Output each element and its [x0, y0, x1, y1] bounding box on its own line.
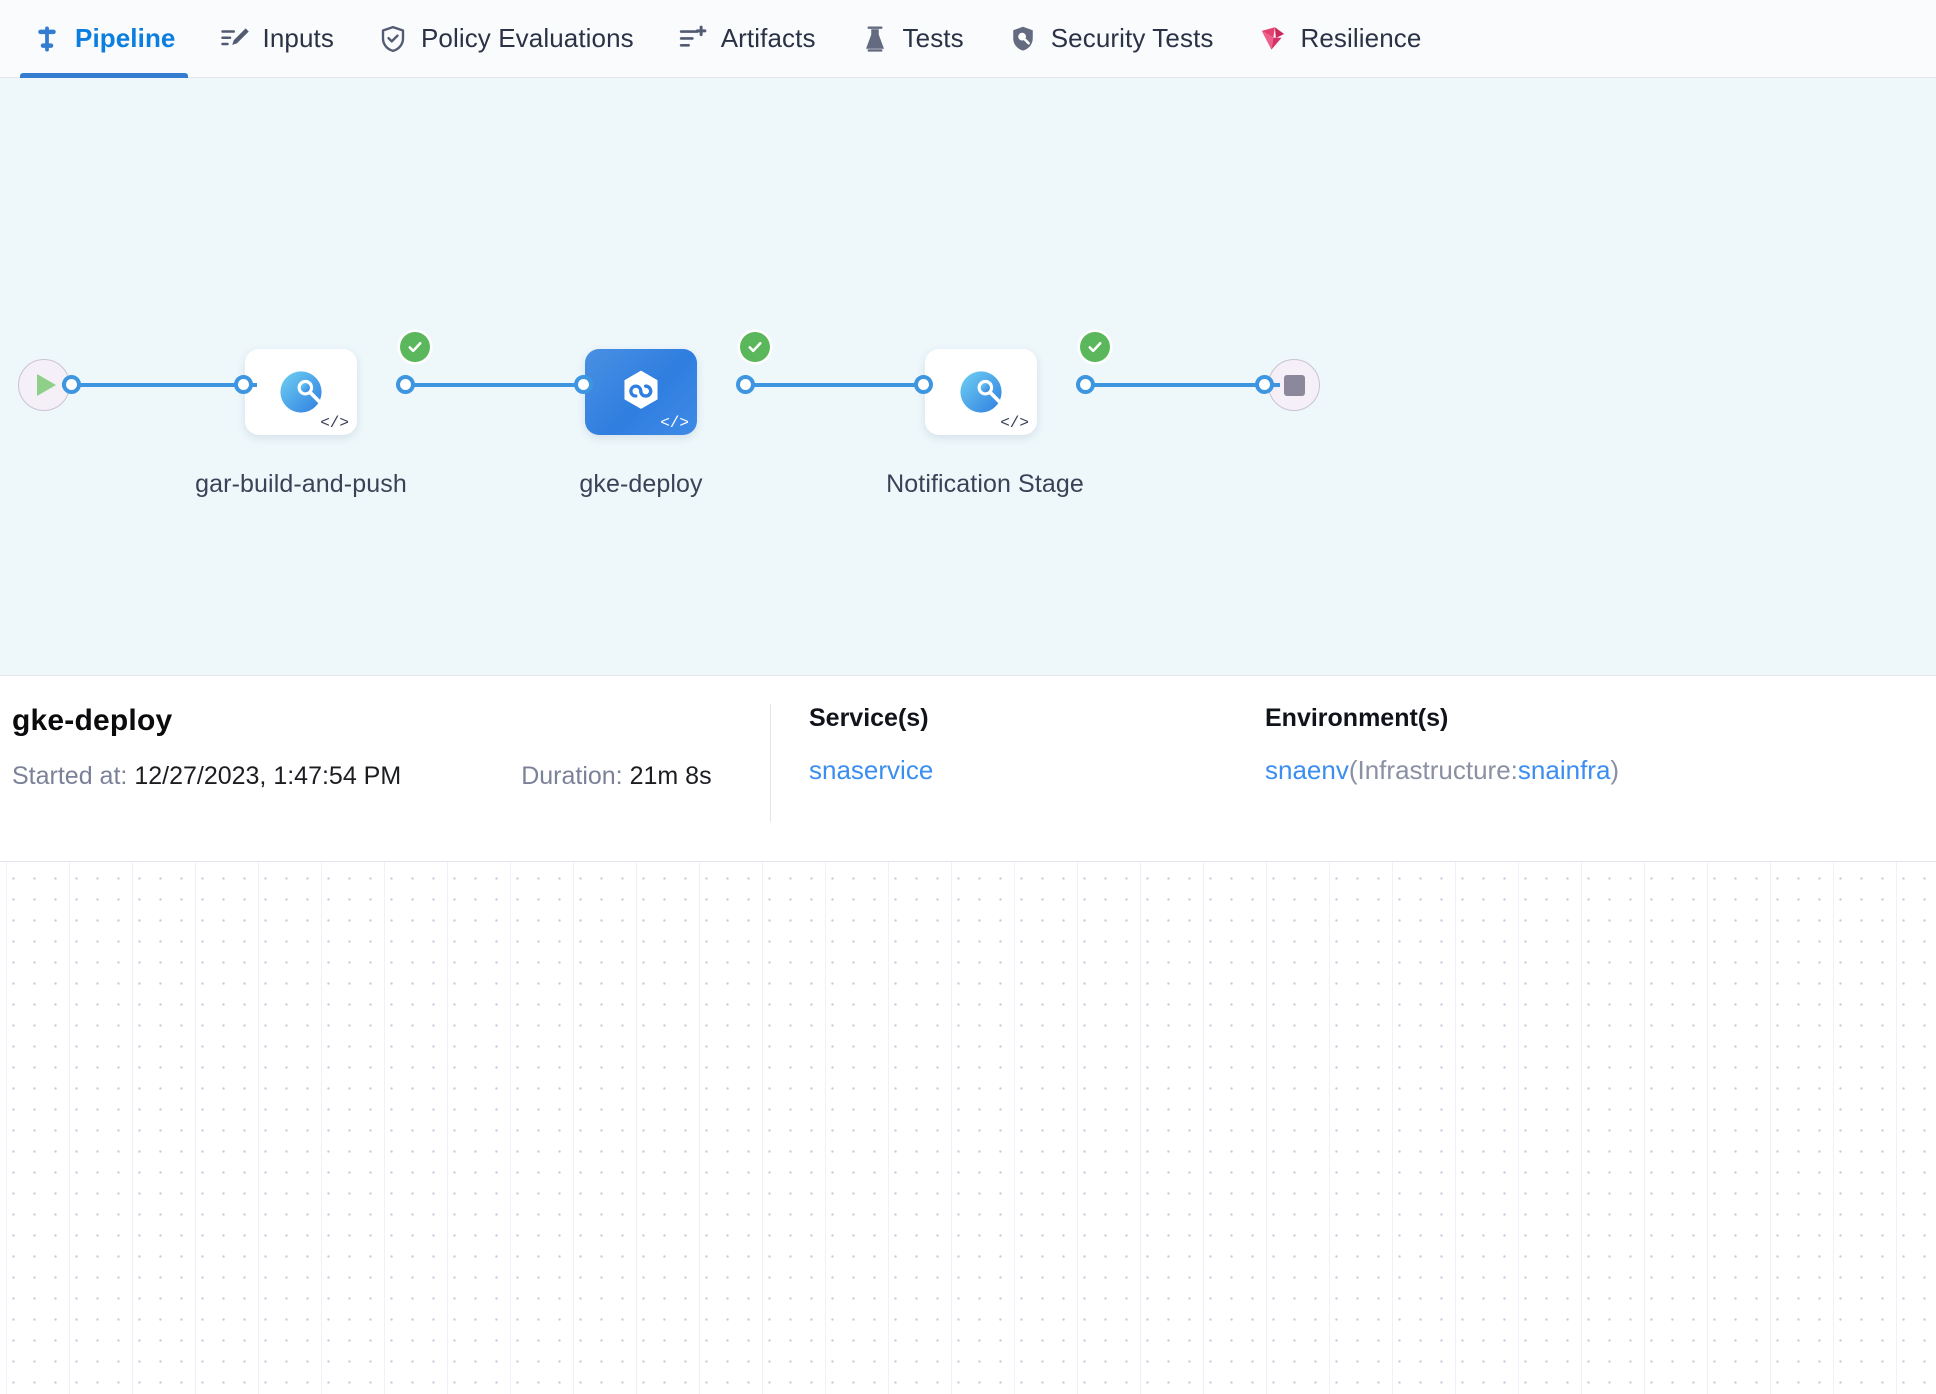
infrastructure-suffix: ): [1610, 755, 1620, 785]
stage-edge: [405, 383, 585, 387]
environments-header: Environment(s): [1265, 704, 1449, 732]
tab-label: Resilience: [1300, 23, 1422, 53]
tab-resilience[interactable]: Resilience: [1236, 0, 1444, 78]
tab-label: Security Tests: [1050, 23, 1214, 53]
duration-value: 21m 8s: [629, 762, 712, 790]
stage-edge: [748, 383, 928, 387]
start-node[interactable]: [18, 359, 70, 411]
stage-node-label: gar-build-and-push: [195, 470, 407, 498]
step-execution-canvas[interactable]: </> Service </> Infrastructure: [0, 862, 1936, 1394]
infrastructure-prefix: (Infrastructure:: [1348, 755, 1518, 785]
tab-security-tests[interactable]: Security Tests: [986, 0, 1236, 78]
stage-output-port[interactable]: [396, 375, 415, 394]
shield-check-icon: [378, 24, 408, 54]
stage-card[interactable]: </>: [585, 349, 697, 435]
environments-column: Environment(s) snaenv(Infrastructure:sna…: [1265, 704, 1619, 822]
start-node-port[interactable]: [62, 375, 81, 394]
tab-label: Pipeline: [75, 23, 176, 53]
code-glyph-icon: </>: [660, 414, 689, 432]
environment-link[interactable]: snaenv: [1265, 755, 1349, 785]
stop-icon: [1283, 374, 1305, 396]
resilience-icon: [1258, 24, 1288, 54]
environments-value: snaenv(Infrastructure:snainfra): [1265, 755, 1619, 786]
status-badge-success: [1080, 332, 1110, 362]
stage-duration: Duration: 21m 8s: [521, 762, 711, 791]
tab-pipeline[interactable]: Pipeline: [10, 0, 198, 78]
tab-label: Artifacts: [720, 23, 816, 53]
stage-edge: [62, 383, 257, 387]
stage-card[interactable]: </>: [245, 349, 357, 435]
services-value: snaservice: [809, 755, 933, 786]
stage-edge: [1092, 383, 1280, 387]
status-badge-success: [400, 332, 430, 362]
code-glyph-icon: </>: [1000, 414, 1029, 432]
stage-input-port[interactable]: [234, 375, 253, 394]
tab-label: Policy Evaluations: [420, 23, 634, 53]
service-link[interactable]: snaservice: [809, 755, 934, 785]
stage-card[interactable]: </>: [925, 349, 1037, 435]
code-glyph-icon: </>: [320, 414, 349, 432]
stage-output-port[interactable]: [1076, 375, 1095, 394]
stage-detail-bar: gke-deploy Started at: 12/27/2023, 1:47:…: [0, 676, 1936, 862]
stage-output-port[interactable]: [736, 375, 755, 394]
play-icon: [36, 374, 56, 396]
tab-label: Tests: [902, 23, 964, 53]
tab-label: Inputs: [262, 23, 334, 53]
security-shield-icon: [1008, 24, 1038, 54]
tab-artifacts[interactable]: Artifacts: [656, 0, 838, 78]
flask-icon: [860, 24, 890, 54]
inputs-pencil-icon: [220, 24, 250, 54]
duration-label: Duration:: [521, 762, 623, 790]
ci-build-icon: [280, 371, 322, 413]
stage-input-port[interactable]: [914, 375, 933, 394]
ci-build-icon: [960, 371, 1002, 413]
pipeline-icon: [32, 24, 62, 54]
execution-tab-bar: Pipeline Inputs Policy Evaluations Artif…: [0, 0, 1936, 78]
stage-input-port[interactable]: [574, 375, 593, 394]
cd-deploy-icon: [624, 370, 658, 409]
tab-policy-evaluations[interactable]: Policy Evaluations: [356, 0, 656, 78]
stage-node-label: Notification Stage: [886, 470, 1084, 498]
services-column: Service(s) snaservice: [770, 704, 933, 822]
artifacts-list-icon: [678, 24, 708, 54]
tab-inputs[interactable]: Inputs: [198, 0, 356, 78]
started-at-value: 12/27/2023, 1:47:54 PM: [134, 762, 402, 790]
stage-started-at: Started at: 12/27/2023, 1:47:54 PM: [12, 762, 401, 791]
stage-detail-title: gke-deploy: [12, 704, 173, 737]
started-at-label: Started at:: [12, 762, 128, 790]
pipeline-stage-canvas[interactable]: </> gar-build-and-push </> gke-dep: [0, 78, 1936, 676]
services-header: Service(s): [809, 704, 929, 732]
status-badge-success: [740, 332, 770, 362]
tab-tests[interactable]: Tests: [838, 0, 986, 78]
stage-node-label: gke-deploy: [579, 470, 703, 498]
end-node-port[interactable]: [1255, 375, 1274, 394]
infrastructure-link[interactable]: snainfra: [1517, 755, 1611, 785]
